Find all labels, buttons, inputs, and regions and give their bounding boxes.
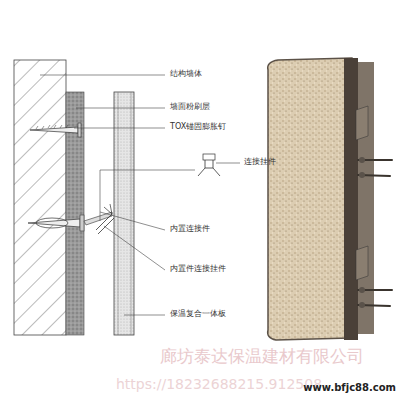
part-label: 结构墙体 <box>170 70 202 79</box>
part-label: 内置连接件 <box>170 225 210 234</box>
part-label: 连接挂件 <box>244 158 276 167</box>
watermark: https://18232688215.912508 <box>116 377 322 392</box>
watermark: www.bfjc88.com <box>303 382 396 393</box>
part-label: TOX锚固膨胀钉 <box>170 123 226 132</box>
part-label: 墙面粉刷层 <box>170 103 210 112</box>
watermark: 廊坊泰达保温建材有限公司 <box>160 347 364 366</box>
part-label: 内置件连接挂件 <box>170 265 226 274</box>
part-label: 保温复合一体板 <box>170 310 226 319</box>
